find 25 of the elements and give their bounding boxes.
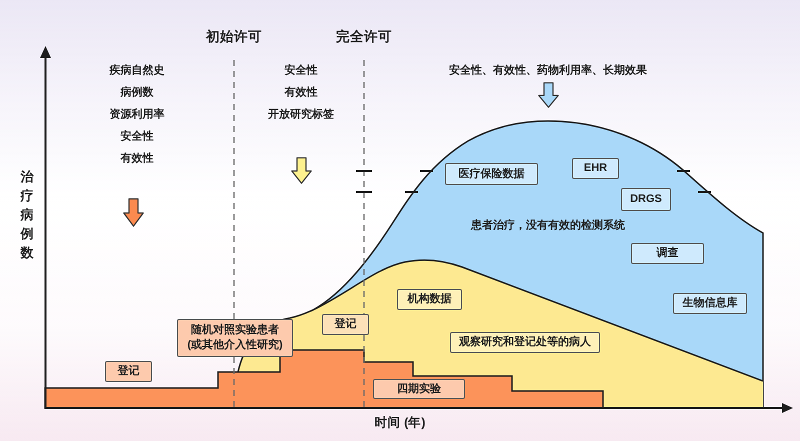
category-box: 生物信息库: [673, 293, 747, 314]
category-box: 登记: [322, 314, 369, 335]
area-label: 患者治疗，没有有效的检测系统: [471, 218, 625, 232]
x-axis-title: 时间 (年): [374, 414, 426, 432]
milestone-heading: 初始许可: [206, 28, 262, 46]
category-box: 医疗保险数据: [445, 163, 538, 185]
criteria-text: 病例数: [120, 85, 154, 100]
category-box: 随机对照实验患者(或其他介入性研究): [177, 319, 293, 357]
y-axis-title: 治疗病例数: [20, 168, 34, 262]
category-box: DRGS: [621, 188, 671, 211]
criteria-text: 安全性: [120, 129, 154, 144]
milestone-heading: 完全许可: [336, 28, 392, 46]
criteria-text: 有效性: [284, 85, 318, 100]
criteria-text: 安全性、有效性、药物利用率、长期效果: [449, 63, 647, 78]
category-box: 机构数据: [397, 289, 462, 310]
criteria-text: 安全性: [284, 63, 318, 78]
category-box: 观察研究和登记处等的病人: [450, 332, 600, 353]
criteria-text: 有效性: [120, 151, 154, 166]
category-box: 调查: [631, 243, 704, 264]
criteria-text: 资源利用率: [110, 107, 164, 122]
category-box: EHR: [572, 158, 619, 179]
criteria-text: 开放研究标签: [268, 107, 334, 122]
category-box: 登记: [105, 361, 152, 382]
category-box: 四期实验: [373, 379, 465, 399]
criteria-text: 疾病自然史: [110, 63, 164, 78]
